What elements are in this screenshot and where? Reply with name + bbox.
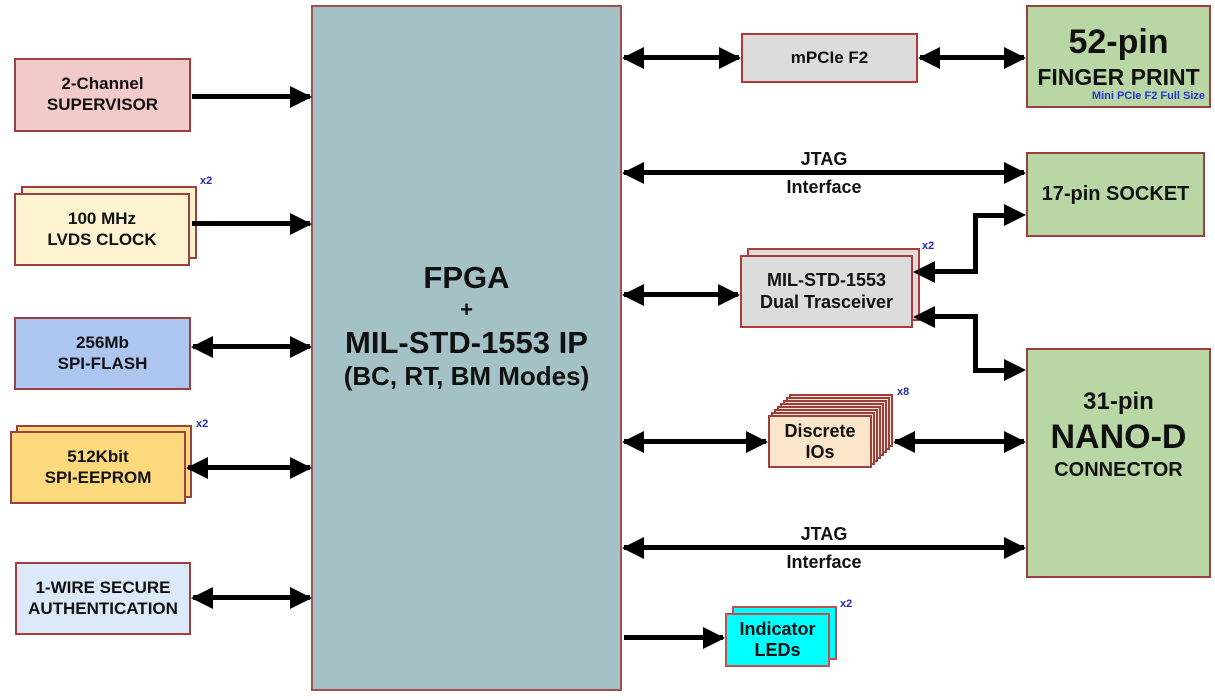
mpcie-node: mPCIe F2	[741, 33, 918, 83]
mpcie-label: mPCIe F2	[790, 47, 869, 67]
elbow-transceiver-nanod-arrowhead-left	[913, 306, 935, 328]
elbow-transceiver-socket-arrowhead-right	[1004, 204, 1026, 226]
elbow-transceiver-nanod-arrowhead-right	[1004, 359, 1026, 381]
elbow-transceiver-socket-h1	[930, 269, 978, 274]
arrow-eeprom-fpga	[186, 457, 312, 479]
socket-node: 17-pin SOCKET	[1026, 152, 1205, 237]
lvds-clock-node: 100 MHz LVDS CLOCK	[14, 193, 190, 266]
supervisor-node: 2-Channel SUPERVISOR	[14, 58, 191, 132]
fpga-plus: +	[460, 296, 473, 322]
one-wire-node: 1-WIRE SECURE AUTHENTICATION	[15, 562, 191, 635]
nano-d-line2: NANO-D	[1050, 417, 1187, 456]
spi-flash-line2: SPI-FLASH	[57, 353, 148, 373]
supervisor-line1: 2-Channel	[61, 74, 144, 94]
indicator-leds-line2: LEDs	[754, 640, 801, 660]
finger-print-note: Mini PCIe F2 Full Size	[1091, 89, 1205, 102]
transceiver-line2: Dual Trasceiver	[759, 291, 894, 312]
arrow-onewire-fpga	[191, 587, 312, 609]
supervisor-line2: SUPERVISOR	[46, 95, 159, 114]
elbow-transceiver-nanod-h1	[930, 314, 978, 319]
lvds-clock-line2: LVDS CLOCK	[47, 229, 157, 249]
transceiver-node: MIL-STD-1553 Dual Trasceiver	[740, 255, 913, 328]
discrete-ios-line2: IOs	[805, 441, 835, 462]
arrow-fpga-leds	[622, 627, 725, 649]
fpga-label: FPGA + MIL-STD-1553 IP (BC, RT, BM Modes…	[344, 259, 590, 393]
transceiver-multiplier: x2	[922, 240, 935, 252]
arrow-lvds-fpga	[190, 213, 312, 235]
elbow-transceiver-nanod-v	[973, 314, 978, 373]
arrow-jtag-bottom	[622, 537, 1026, 559]
spi-eeprom-multiplier: x2	[196, 418, 209, 430]
arrow-jtag-top	[622, 162, 1026, 184]
one-wire-line2: AUTHENTICATION	[28, 598, 178, 618]
fpga-node: FPGA + MIL-STD-1553 IP (BC, RT, BM Modes…	[311, 5, 622, 691]
arrow-flash-fpga	[191, 336, 312, 358]
arrow-fpga-mpcie	[622, 47, 741, 69]
jtag-bottom-label: JTAG	[800, 524, 848, 544]
socket-label: 17-pin SOCKET	[1041, 183, 1190, 206]
arrow-mpcie-fingerprint	[918, 47, 1026, 69]
elbow-transceiver-socket-v	[973, 213, 978, 274]
finger-print-line1: 52-pin	[1068, 22, 1169, 61]
arrow-fpga-discrete	[622, 431, 768, 453]
nano-d-line3: CONNECTOR	[1054, 459, 1183, 482]
elbow-transceiver-nanod-h2	[973, 368, 1008, 373]
spi-eeprom-line1: 512Kbit	[67, 446, 129, 466]
arrow-supervisor-fpga	[190, 86, 312, 108]
finger-print-line2: FINGER PRINT	[1037, 64, 1200, 91]
finger-print-node: 52-pin FINGER PRINT Mini PCIe F2 Full Si…	[1026, 5, 1211, 108]
spi-flash-line1: 256Mb	[76, 332, 129, 352]
spi-flash-node: 256Mb SPI-FLASH	[14, 317, 191, 390]
arrow-discrete-nanod	[893, 431, 1026, 453]
discrete-ios-line1: Discrete	[784, 420, 856, 441]
fpga-modes: (BC, RT, BM Modes)	[343, 361, 590, 392]
indicator-leds-node: Indicator LEDs	[725, 613, 830, 667]
indicator-leds-multiplier: x2	[840, 598, 853, 610]
jtag-top-label2: Interface	[786, 177, 862, 197]
discrete-ios-multiplier: x8	[897, 386, 910, 398]
transceiver-line1: MIL-STD-1553	[766, 269, 887, 290]
spi-eeprom-line2: SPI-EEPROM	[44, 467, 152, 487]
one-wire-line1: 1-WIRE SECURE	[35, 577, 171, 597]
arrow-fpga-transceiver	[622, 284, 740, 306]
spi-eeprom-node: 512Kbit SPI-EEPROM	[10, 431, 186, 504]
elbow-transceiver-socket-arrowhead-left	[913, 261, 935, 283]
nano-d-line1: 31-pin	[1083, 388, 1154, 416]
lvds-clock-line1: 100 MHz	[67, 208, 137, 228]
elbow-transceiver-socket-h2	[973, 213, 1008, 218]
lvds-clock-multiplier: x2	[200, 175, 213, 187]
discrete-ios-node: Discrete IOs	[768, 415, 872, 468]
nano-d-node: 31-pin NANO-D CONNECTOR	[1026, 348, 1211, 578]
jtag-bottom-label2: Interface	[786, 552, 862, 572]
indicator-leds-line1: Indicator	[739, 619, 816, 640]
jtag-top-label: JTAG	[800, 149, 848, 169]
fpga-title: FPGA	[423, 259, 510, 295]
fpga-subtitle: MIL-STD-1553 IP	[345, 324, 588, 360]
